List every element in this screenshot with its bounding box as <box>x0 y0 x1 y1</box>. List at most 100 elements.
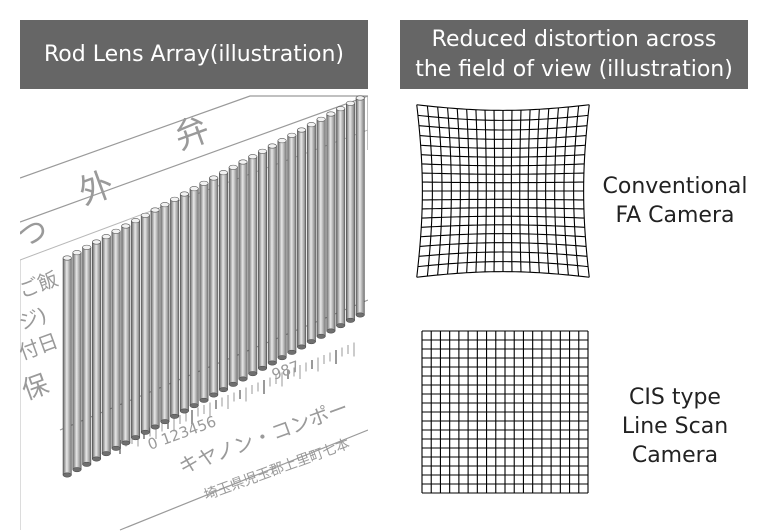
rod-lens <box>170 196 180 419</box>
rod-body <box>258 151 267 369</box>
rod-lens <box>101 234 111 457</box>
grid-line-horizontal <box>416 104 590 111</box>
rod-bottom <box>267 360 277 366</box>
rod-body <box>199 183 209 401</box>
rod-lens <box>111 228 121 451</box>
rod-body <box>209 177 219 396</box>
card-big-char-0: 外 <box>73 164 119 213</box>
card-partial-char-2: ジ) <box>16 303 50 335</box>
rod-bottom <box>345 317 355 323</box>
rod-bottom <box>111 445 121 451</box>
rod-body <box>160 204 170 422</box>
grid-line-vertical <box>573 105 580 277</box>
rod-bottom <box>179 408 189 414</box>
rod-top <box>62 255 72 261</box>
rod-top <box>82 244 92 250</box>
rod-lens <box>218 170 228 393</box>
rod-top <box>179 191 189 197</box>
rod-top <box>101 234 111 240</box>
conventional-fa-camera-label: Conventional FA Camera <box>596 172 754 230</box>
grid-line-vertical <box>416 104 423 278</box>
rod-lens-title-banner: Rod Lens Array(illustration) <box>20 20 368 89</box>
card-big-char-1: 弁 <box>169 109 215 158</box>
rod-body <box>219 172 228 390</box>
card-partial-char-1: ご飯 <box>16 266 62 302</box>
rod-top <box>72 250 82 256</box>
rod-bottom <box>306 339 316 345</box>
rod-top <box>316 116 326 122</box>
rod-top <box>218 170 228 176</box>
rod-top <box>258 148 268 154</box>
rod-bottom <box>101 451 111 457</box>
rod-body <box>336 108 346 326</box>
rod-bottom <box>209 392 219 398</box>
rod-body <box>326 113 336 332</box>
rod-body <box>306 124 316 342</box>
rod-lens <box>199 180 209 403</box>
rod-bottom <box>131 435 141 441</box>
undistorted-grid <box>421 330 589 494</box>
rod-body <box>238 161 248 380</box>
distortion-title-line1: Reduced distortion across <box>431 26 717 52</box>
rod-top <box>267 143 277 149</box>
rod-lens <box>140 212 150 435</box>
rod-body <box>355 97 365 316</box>
rod-bottom <box>258 365 267 371</box>
rod-body <box>121 225 131 444</box>
rod-bottom <box>160 419 170 425</box>
conventional-label-line1: Conventional <box>602 174 748 199</box>
rod-body <box>62 257 72 476</box>
grid-line-horizontal <box>416 271 590 278</box>
rod-lens <box>258 148 268 371</box>
rod-lens <box>326 111 336 334</box>
rod-body <box>287 135 297 353</box>
rod-bottom <box>248 371 258 377</box>
rod-bottom <box>199 397 209 403</box>
rod-bottom <box>297 344 307 350</box>
rod-top <box>306 122 316 128</box>
rod-bottom <box>228 381 238 387</box>
rod-lens <box>179 191 189 414</box>
card-partial-char-3: 付日 <box>16 328 62 364</box>
card-outline <box>20 95 368 531</box>
rod-lens <box>92 239 102 462</box>
rod-lens <box>287 132 297 355</box>
rod-lens <box>209 175 219 398</box>
rod-body <box>150 209 160 428</box>
rod-lens <box>336 106 346 329</box>
rod-body <box>189 188 199 406</box>
rod-lens <box>277 138 287 361</box>
rod-bottom <box>355 312 365 318</box>
rod-bottom <box>287 349 297 355</box>
rod-body <box>131 220 141 438</box>
rod-lens <box>131 218 141 441</box>
rod-body <box>316 119 326 337</box>
rod-bottom <box>92 456 101 462</box>
rod-bottom <box>62 472 72 478</box>
rod-bottom <box>72 467 82 473</box>
rod-lens <box>238 159 248 382</box>
rod-body <box>345 103 355 321</box>
rod-lens <box>228 164 238 387</box>
rod-body <box>179 193 189 412</box>
rod-lens <box>306 122 316 345</box>
rod-bottom <box>82 461 92 467</box>
rod-bottom <box>140 429 150 435</box>
rod-lens-array <box>62 95 365 478</box>
rod-top <box>287 132 297 138</box>
rod-top <box>297 127 307 133</box>
rod-body <box>228 167 238 385</box>
rod-bottom <box>121 440 131 446</box>
grid-line-horizontal <box>417 261 589 268</box>
rod-body <box>111 231 121 449</box>
rod-lens <box>62 255 72 478</box>
rod-top <box>248 154 258 160</box>
rod-lens <box>248 154 258 377</box>
rod-lens <box>82 244 92 467</box>
rod-bottom <box>170 413 180 419</box>
rod-body <box>72 252 82 470</box>
rod-top <box>121 223 131 229</box>
rod-body <box>101 236 111 454</box>
rod-bottom <box>326 328 336 334</box>
